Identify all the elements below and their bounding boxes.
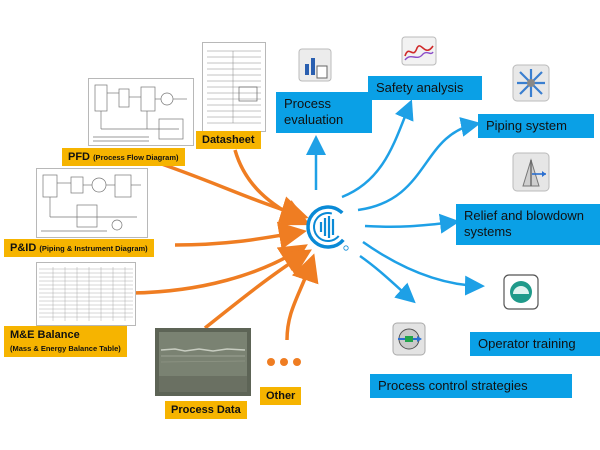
pid-drawing-icon <box>41 174 141 232</box>
arrow-mne <box>131 244 308 295</box>
arrow-datasheet <box>233 149 311 226</box>
arrow-pid <box>174 221 307 250</box>
other-dots <box>267 358 301 366</box>
datasheet-label: Datasheet <box>196 131 261 149</box>
operator-training-label: Operator training <box>470 332 600 357</box>
mne-thumbnail <box>36 262 136 326</box>
pfd-drawing-icon <box>93 84 187 142</box>
arrow-safety-analysis <box>341 99 414 199</box>
input-arrows <box>131 149 319 341</box>
arrow-operator-training <box>362 240 485 296</box>
datasheet-table-icon <box>207 50 261 124</box>
piping-system-label: Piping system <box>478 114 594 139</box>
relief-valve-icon <box>512 152 550 192</box>
process-evaluation-label: Process evaluation <box>276 92 372 133</box>
arrow-relief <box>364 213 460 234</box>
pfd-label: PFD (Process Flow Diagram) <box>62 148 185 166</box>
process-data-screen-image <box>155 328 251 396</box>
control-valve-icon <box>392 322 426 356</box>
pfd-thumbnail <box>88 78 194 146</box>
piping-icon <box>512 64 550 102</box>
process-control-label: Process control strategies <box>370 374 572 399</box>
chart-document-icon <box>298 48 332 82</box>
pid-thumbnail <box>36 168 148 238</box>
other-label: Other <box>260 387 302 405</box>
trend-chart-icon <box>401 36 437 66</box>
gauge-icon <box>503 274 539 310</box>
process-data-label: Process Data <box>165 401 247 419</box>
arrow-other <box>285 253 319 341</box>
datasheet-thumbnail <box>202 42 266 132</box>
pid-label: P&ID (Piping & Instrument Diagram) <box>4 239 154 257</box>
arrow-process-control <box>359 254 416 304</box>
output-arrows <box>306 99 485 304</box>
mne-table-icon <box>39 267 133 321</box>
mne-label: M&E Balance(Mass & Energy Balance Table) <box>4 326 127 358</box>
safety-analysis-label: Safety analysis <box>368 76 482 101</box>
center-logo-icon <box>306 205 350 251</box>
relief-blowdown-label: Relief and blowdown systems <box>456 204 600 245</box>
arrow-piping-system <box>357 117 481 212</box>
